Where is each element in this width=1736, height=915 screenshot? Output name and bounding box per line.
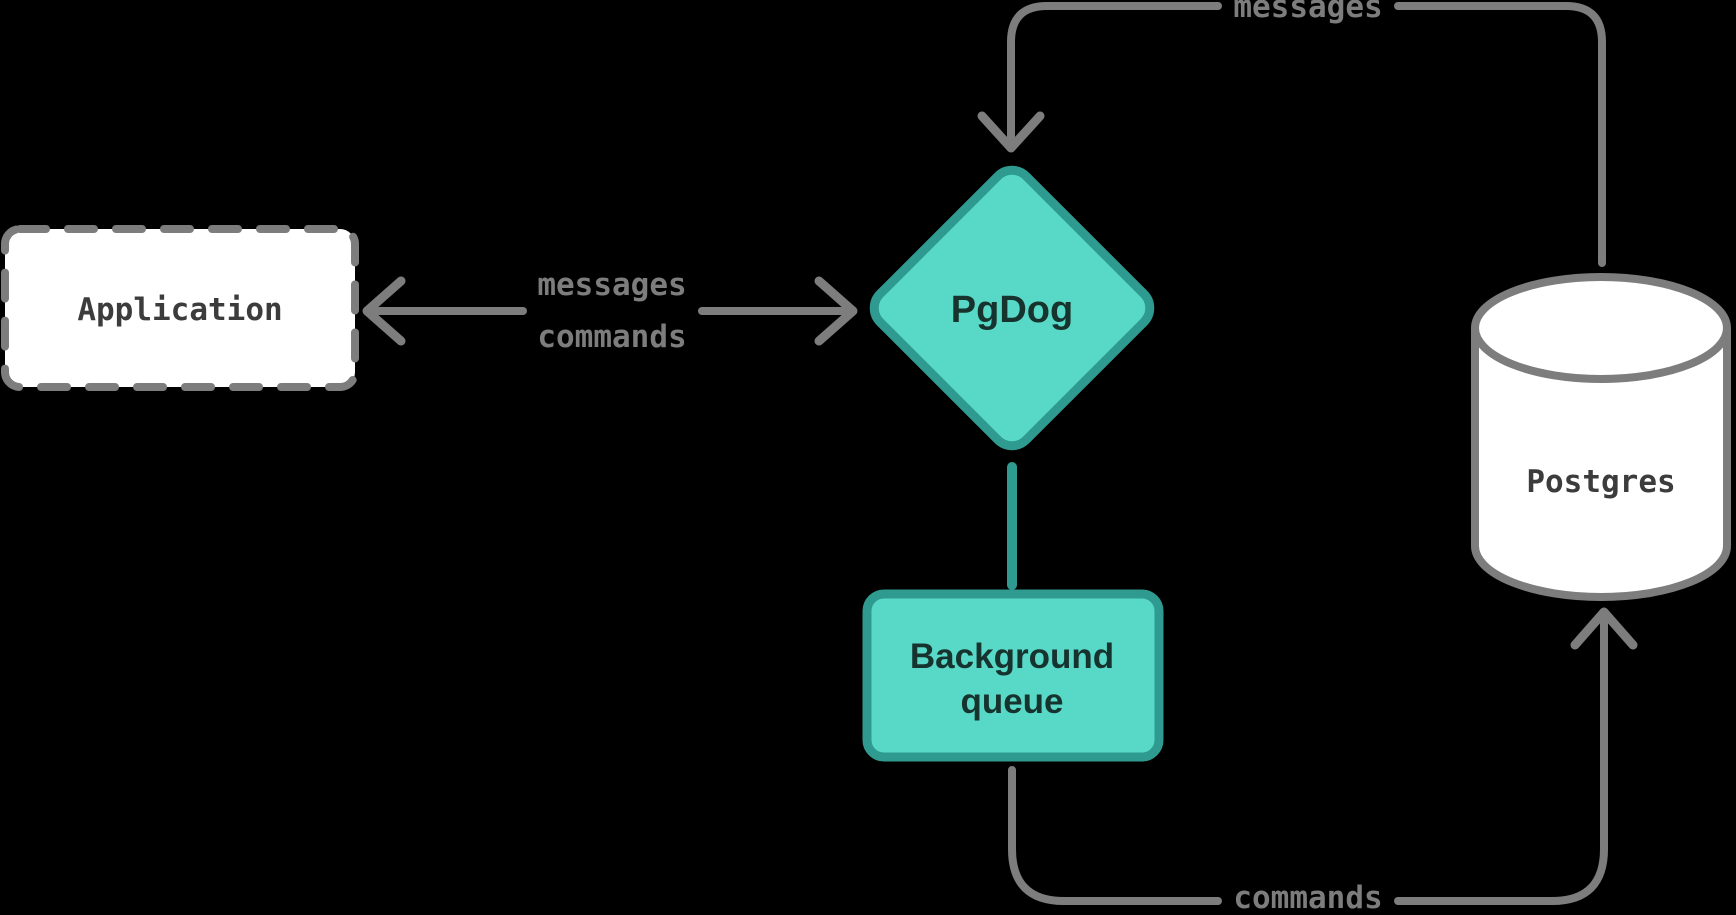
background-queue-node: Background queue <box>862 589 1164 762</box>
application-node: Application <box>1 225 359 391</box>
arrowhead-up-icon <box>1570 607 1638 650</box>
background-queue-label-line1: Background <box>910 637 1114 676</box>
messages-top-line-right <box>1394 2 1606 267</box>
application-box <box>1 225 359 391</box>
edge-label-commands-bottom: commands <box>1233 880 1382 915</box>
arrowhead-right-icon <box>814 276 858 346</box>
arrowhead-left-icon <box>362 276 406 346</box>
edge-pgdog-application: messages commands <box>362 267 858 355</box>
arrowhead-down-icon <box>977 111 1045 153</box>
background-queue-box <box>862 589 1164 762</box>
postgres-node: Postgres <box>1471 273 1731 601</box>
messages-top-line-left <box>1007 2 1222 147</box>
application-label: Application <box>77 292 282 328</box>
pgdog-label: PgDog <box>951 289 1073 331</box>
postgres-cylinder-top-icon <box>1471 273 1731 383</box>
pgdog-diamond-node: PgDog <box>869 165 1155 451</box>
edge-label-commands-mid: commands <box>537 319 686 355</box>
edge-postgres-to-pgdog: messages <box>977 0 1606 267</box>
postgres-cylinder-body <box>1471 328 1731 601</box>
background-queue-label-line2: queue <box>960 682 1063 721</box>
edge-label-messages-mid: messages <box>537 267 686 303</box>
commands-bottom-line-left <box>1008 766 1222 905</box>
edge-queue-to-postgres: commands <box>1008 607 1638 915</box>
pgdog-diamond-shape <box>869 165 1155 451</box>
edge-label-messages-top: messages <box>1233 0 1382 25</box>
commands-bottom-line-right <box>1394 618 1608 905</box>
postgres-label: Postgres <box>1526 464 1675 500</box>
